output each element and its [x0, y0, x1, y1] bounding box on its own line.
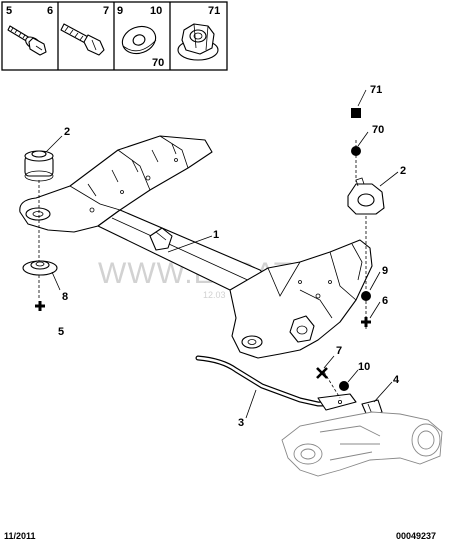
callout-6[interactable]: 6 — [382, 295, 388, 307]
box-label-7: 7 — [103, 5, 109, 17]
callout-10[interactable]: 10 — [358, 361, 370, 373]
callout-5[interactable]: 5 — [58, 326, 64, 338]
callout-71[interactable]: 71 — [370, 84, 382, 96]
header-box-7[interactable]: 7 — [60, 5, 109, 56]
bolt-6-marker-icon — [361, 317, 371, 327]
square-nut-marker-icon — [351, 108, 361, 118]
watermark-subtext: 12.03 — [203, 290, 226, 300]
header-box-71[interactable]: 71 — [177, 5, 220, 61]
bolt-7-marker-icon — [316, 367, 328, 379]
box-label-6: 6 — [47, 5, 53, 17]
footer-ref: 00049237 — [396, 531, 436, 541]
callout-70[interactable]: 70 — [372, 124, 384, 136]
footer-date: 11/2011 — [4, 531, 36, 541]
box-label-70: 70 — [152, 57, 164, 69]
callout-9[interactable]: 9 — [382, 265, 388, 277]
box-label-10: 10 — [150, 5, 162, 17]
flange-nut-icon — [177, 23, 219, 61]
callout-3[interactable]: 3 — [238, 417, 244, 429]
washer-10-marker-icon — [339, 381, 349, 391]
washer-icon — [121, 25, 157, 55]
washer-9-marker-icon — [361, 291, 371, 301]
leader-lines — [45, 89, 399, 419]
right-silentblock-bush[interactable] — [347, 177, 385, 215]
callout-4[interactable]: 4 — [393, 374, 400, 386]
callout-7[interactable]: 7 — [336, 345, 342, 357]
header-box-9-10-70[interactable]: 9 10 70 — [117, 5, 164, 69]
anti-roll-bar[interactable] — [195, 355, 357, 411]
callout-2-left[interactable]: 2 — [64, 126, 70, 138]
box-label-71: 71 — [208, 5, 220, 17]
hex-bolt-icon — [60, 23, 105, 56]
left-washer[interactable] — [22, 260, 58, 276]
callout-1[interactable]: 1 — [213, 229, 219, 241]
trailing-arm-context — [281, 411, 443, 477]
washer-70-marker-icon — [351, 146, 361, 156]
callout-2-right[interactable]: 2 — [400, 165, 406, 177]
box-label-5: 5 — [6, 5, 12, 17]
box-label-9: 9 — [117, 5, 123, 17]
bar-bolt-axis-line — [323, 371, 341, 399]
left-silentblock-bush[interactable] — [24, 150, 54, 182]
left-bolt-marker-icon — [35, 301, 45, 311]
flange-bolt-icon — [7, 25, 47, 56]
header-box-5-6[interactable]: 5 6 — [6, 5, 53, 56]
rear-crossmember[interactable] — [19, 135, 373, 359]
header-box-row: 5 6 7 9 10 70 — [1, 1, 228, 71]
callout-8[interactable]: 8 — [62, 291, 68, 303]
callout-labels: 2 1 2 71 70 8 5 9 6 7 10 4 3 — [58, 84, 406, 429]
